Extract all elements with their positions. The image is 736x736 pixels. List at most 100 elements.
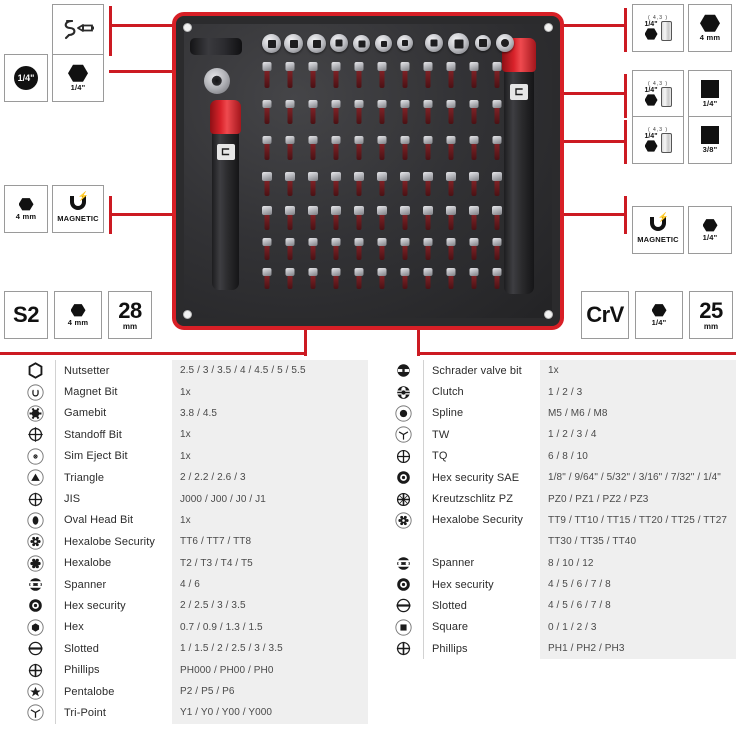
bit-shank	[356, 276, 361, 289]
square-drive-three-eighth-badge[interactable]: 3/8"	[688, 116, 732, 164]
row-icon-cell	[382, 597, 424, 614]
adapter-badge-1[interactable]: ( 4,3 ) 1/4"	[632, 4, 684, 52]
bit-head	[377, 136, 386, 144]
pozidriv-icon	[395, 491, 412, 508]
bit	[262, 238, 271, 260]
row-value: 1x	[172, 381, 368, 403]
adapter-badge-3[interactable]: ( 4,3 ) 1/4"	[632, 116, 684, 164]
hex-security-icon	[395, 576, 412, 593]
slotted-icon	[395, 597, 412, 614]
hex-quarter-right-badge[interactable]: 1/4"	[688, 206, 732, 254]
row-value: 1x	[172, 445, 368, 467]
square-bit-icon	[394, 619, 412, 636]
row-value: 1 / 2 / 3	[540, 381, 736, 403]
hex-4mm-badge[interactable]: 4 mm	[4, 185, 48, 233]
bit	[308, 206, 318, 230]
row-icon-cell	[382, 448, 424, 465]
bit	[400, 100, 409, 124]
flexible-shaft-badge[interactable]	[52, 4, 104, 56]
adapter-badge-2[interactable]: ( 4,3 ) 1/4"	[632, 70, 684, 118]
bit	[423, 238, 432, 260]
bit-shank	[356, 71, 361, 88]
hex-4mm-bottom-badge[interactable]: 4 mm	[54, 291, 102, 339]
bit-head	[354, 238, 363, 246]
row-name: Standoff Bit	[64, 428, 122, 441]
s2-material-badge[interactable]: S2	[4, 291, 48, 339]
row-name: Hex	[64, 621, 84, 634]
adapter-icon: 1/4"	[644, 132, 672, 153]
length-28mm-badge[interactable]: 28 mm	[108, 291, 152, 339]
bit-shank	[448, 215, 454, 230]
bit-shank	[494, 246, 499, 260]
bit-shank	[287, 71, 292, 88]
length-25mm-badge[interactable]: 25 mm	[689, 291, 733, 339]
bit-head	[469, 136, 478, 144]
bit-shank	[333, 144, 338, 160]
bit	[262, 136, 271, 160]
row-value: 0.7 / 0.9 / 1.3 / 1.5	[172, 616, 368, 639]
bit	[308, 268, 317, 289]
row-icon-cell	[382, 512, 424, 529]
bit-head	[469, 238, 478, 246]
row-value: TT30 / TT35 / TT40	[540, 531, 736, 553]
bit-shank	[310, 71, 315, 88]
square-drive-quarter-badge[interactable]: 1/4"	[688, 70, 732, 118]
case-screw	[544, 23, 553, 32]
row-icon-cell	[14, 533, 56, 550]
bit-head	[285, 62, 294, 71]
hex-4mm-label: 4 mm	[15, 211, 37, 221]
bit-shank	[333, 246, 338, 260]
hex-security-icon	[27, 597, 44, 614]
gamebit-icon	[26, 405, 44, 422]
row-name: Nutsetter	[64, 364, 110, 377]
row-name: Slotted	[432, 599, 467, 612]
bit-shank	[402, 181, 408, 196]
row-name: Pentalobe	[64, 685, 115, 698]
bit-head	[492, 62, 501, 71]
quarter-inch-hex-badge[interactable]: 1/4"	[52, 54, 104, 102]
bit	[354, 206, 364, 230]
adapter-2-frac: 1/4"	[644, 87, 658, 94]
square-quarter-label: 1/4"	[702, 99, 718, 109]
hex-4mm-bottom-label: 4 mm	[67, 317, 89, 327]
magnetic-badge[interactable]: ⚡ MAGNETIC	[52, 185, 104, 233]
row-name: Kreutzschlitz PZ	[432, 493, 514, 506]
row-icon-cell	[14, 491, 56, 508]
bit-head	[331, 136, 340, 144]
bit-head	[262, 136, 271, 144]
row-name: Square	[432, 621, 469, 634]
bit-shank	[425, 71, 430, 88]
hex-quarter-bottom-badge[interactable]: 1/4"	[635, 291, 683, 339]
bit	[492, 238, 501, 260]
magnetic-right-badge[interactable]: ⚡ MAGNETIC	[632, 206, 684, 254]
screwdriver-handle-left: ⊏	[210, 100, 241, 290]
connector-line	[624, 74, 627, 118]
bit-shank	[448, 108, 453, 124]
bit-head	[492, 136, 501, 144]
bit	[446, 100, 455, 124]
phillips-icon	[395, 640, 412, 657]
bit-head	[285, 268, 294, 276]
bit-head	[262, 100, 271, 108]
bit	[469, 100, 478, 124]
row-icon-cell	[14, 469, 56, 486]
bit-shank	[310, 181, 316, 196]
bit-head	[400, 100, 409, 108]
bit-head	[446, 268, 455, 276]
bit-shank	[333, 276, 338, 289]
hex-4mm-right-badge[interactable]: 4 mm	[688, 4, 732, 52]
spline-icon	[394, 405, 412, 422]
crv-material-badge[interactable]: CrV	[581, 291, 629, 339]
bit-head	[423, 172, 433, 181]
square-icon	[701, 80, 719, 99]
quarter-inch-socket-badge[interactable]: 1/4"	[4, 54, 48, 102]
bit-head	[331, 268, 340, 276]
bit	[377, 268, 386, 289]
